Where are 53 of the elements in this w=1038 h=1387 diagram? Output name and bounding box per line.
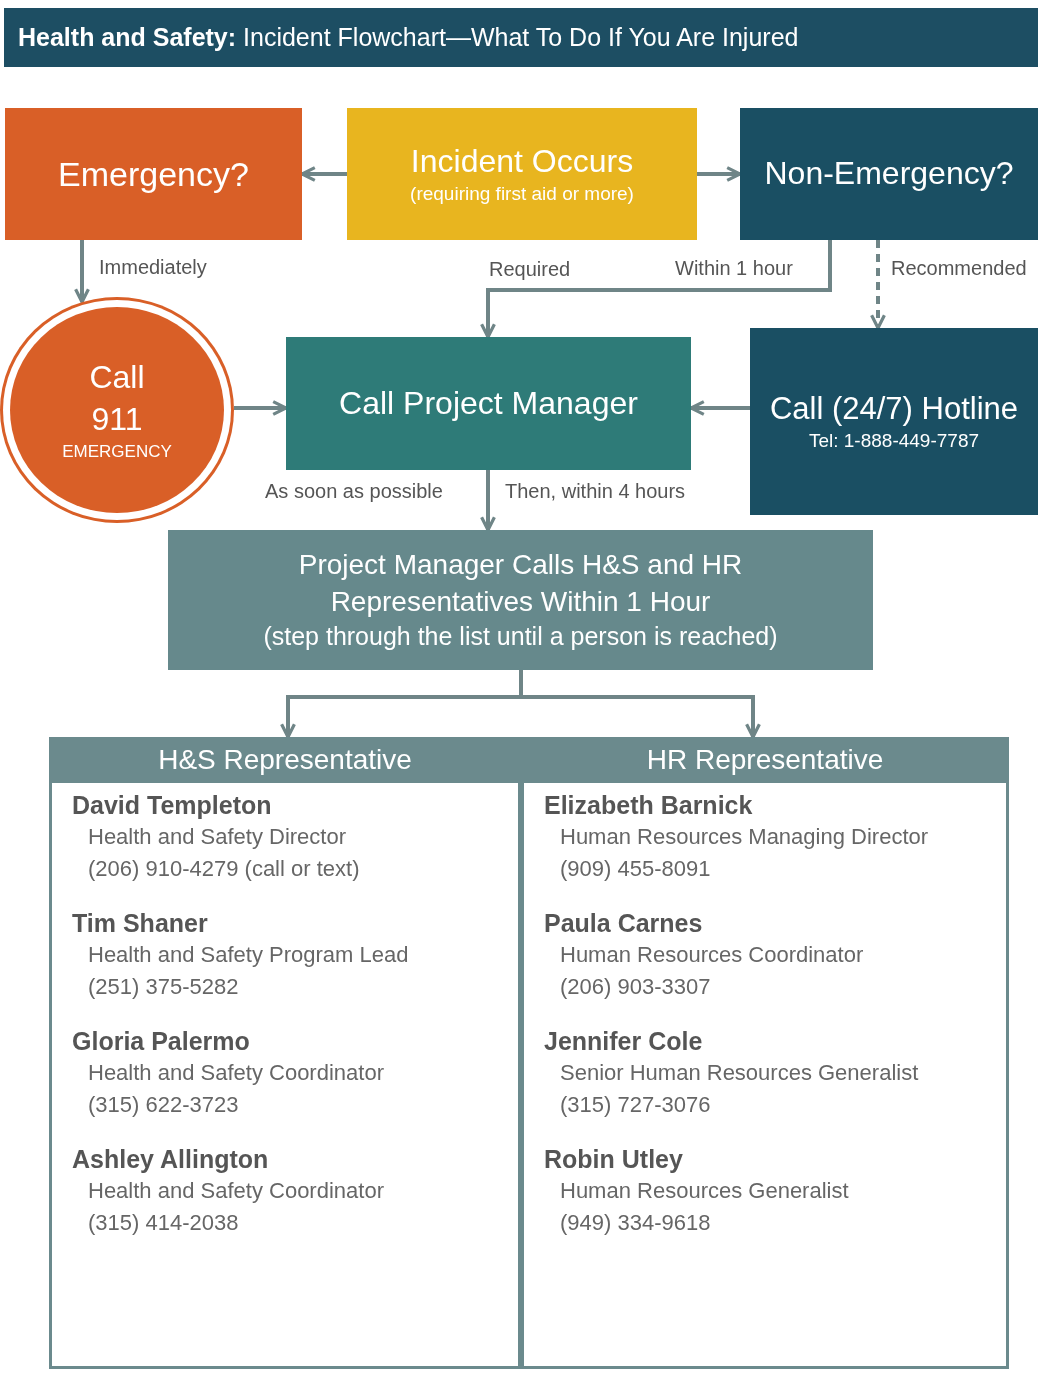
person-name: Jennifer Cole: [544, 1026, 704, 1057]
process-box: [740, 108, 1038, 240]
arrow: [870, 240, 886, 330]
panel-header: HR Representative: [524, 737, 1006, 783]
process-box: [347, 108, 697, 240]
node-subtitle: Tel: 1-888-449-7787: [808, 429, 980, 454]
arrow: [480, 470, 496, 532]
contact-panel: [521, 737, 1009, 1369]
phone-number: (206) 903-3307: [559, 973, 712, 1001]
node-subtitle: EMERGENCY: [62, 440, 172, 463]
panel-header: H&S Representative: [52, 737, 518, 783]
phone-number: (251) 375-5282: [87, 973, 240, 1001]
job-title: Health and Safety Director: [87, 823, 348, 851]
contact-panel: [49, 737, 521, 1369]
job-title: Senior Human Resources Generalist: [559, 1059, 920, 1087]
process-box: [286, 337, 691, 470]
job-title: Human Resources Coordinator: [559, 941, 865, 969]
phone-number: (949) 334-9618: [559, 1209, 712, 1237]
phone-number: (315) 414-2038: [87, 1209, 240, 1237]
process-box: [5, 108, 302, 240]
process-box: [168, 530, 873, 670]
node-title: Project Manager Calls H&S and HR Representatives Within 1 Hour: [297, 548, 744, 619]
person-name: Gloria Palermo: [72, 1026, 251, 1057]
person-name: Tim Shaner: [72, 908, 209, 939]
node-title: Non-Emergency?: [764, 154, 1014, 194]
phone-number: (909) 455-8091: [559, 855, 712, 883]
arrow: [697, 166, 742, 182]
person-name: Paula Carnes: [544, 908, 704, 939]
phone-number: (206) 910-4279 (call or text): [87, 855, 361, 883]
person-name: Ashley Allington: [72, 1144, 270, 1175]
arrow: [234, 400, 288, 416]
job-title: Human Resources Managing Director: [559, 823, 930, 851]
person-name: David Templeton: [72, 790, 273, 821]
phone-number: (315) 622-3723: [87, 1091, 240, 1119]
node-title: Call Project Manager: [339, 383, 638, 423]
job-title: Human Resources Generalist: [559, 1177, 850, 1205]
person-name: Elizabeth Barnick: [544, 790, 754, 821]
person-name: Robin Utley: [544, 1144, 684, 1175]
node-title: Call (24/7) Hotline: [769, 390, 1019, 428]
arrow: [480, 240, 832, 339]
job-title: Health and Safety Coordinator: [87, 1059, 385, 1087]
phone-number: (315) 727-3076: [559, 1091, 712, 1119]
node-title: Emergency?: [58, 153, 249, 195]
node-subtitle: (step through the list until a person is reached): [263, 621, 778, 653]
node-title: Incident Occurs: [410, 141, 634, 181]
node-title: Call 911: [88, 358, 146, 439]
job-title: Health and Safety Program Lead: [87, 941, 410, 969]
arrow: [519, 670, 761, 739]
process-box: [750, 328, 1038, 515]
arrow: [74, 240, 90, 304]
job-title: Health and Safety Coordinator: [87, 1177, 385, 1205]
title: Health and Safety: Incident Flowchart—What To Do If You Are Injured: [18, 23, 799, 52]
node-subtitle: (requiring first aid or more): [410, 182, 634, 207]
